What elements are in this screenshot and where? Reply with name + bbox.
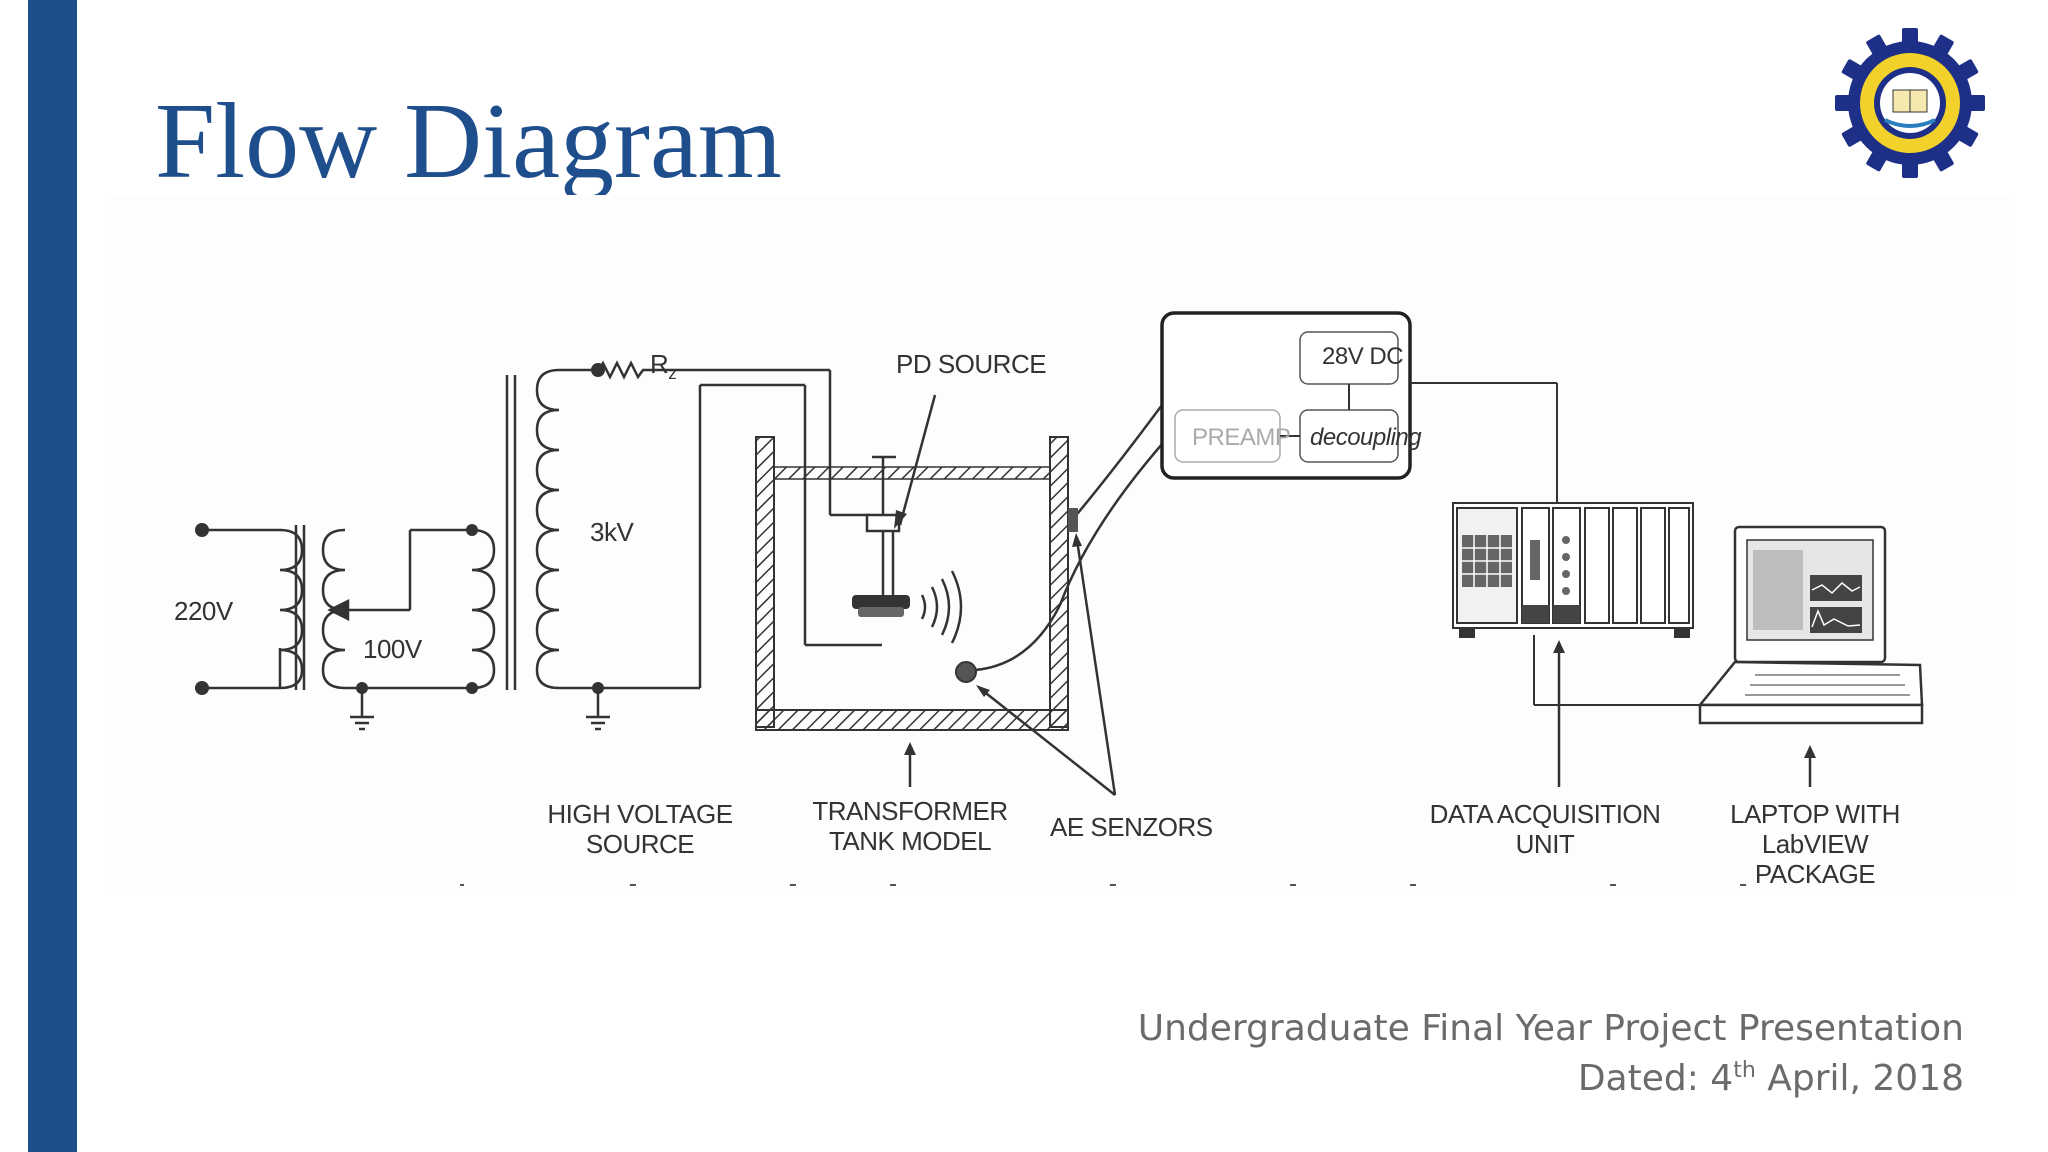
accent-bar [28,0,77,1152]
footer-date-sup: th [1733,1058,1756,1083]
220v-label: 220V [174,596,233,626]
transformer-tank-label: TRANSFORMER TANK MODEL [812,796,1008,856]
flow-diagram-figure: Rz PD SOURCE 220V 100V 3kV 28V DC PREAMP… [110,195,2010,895]
high-voltage-source-label: HIGH VOLTAGE SOURCE [547,799,733,859]
resistor-label: Rz [650,348,677,384]
preamp-label: PREAMP [1192,424,1291,451]
laptop-label: LAPTOP WITH LabVIEW PACKAGE [1730,799,1900,889]
3kv-label: 3kV [590,517,634,547]
footer-date: Dated: 4th April, 2018 [1578,1058,1964,1099]
data-acquisition-label: DATA ACQUISITION UNIT [1429,799,1661,859]
28v-dc-label: 28V DC [1322,343,1404,370]
slide-title: Flow Diagram [155,82,782,201]
footer-date-suffix: April, 2018 [1755,1058,1964,1099]
resistor-subscript: z [668,364,677,384]
circuit-diagram [195,311,1924,886]
ae-sensors-label: AE SENZORS [1050,812,1213,842]
footer-project-title: Undergraduate Final Year Project Present… [1137,1008,1964,1049]
pd-source-label: PD SOURCE [896,349,1047,379]
university-logo [1835,28,1985,178]
footer-date-prefix: Dated: 4 [1577,1058,1734,1099]
100v-label: 100V [363,634,422,664]
decoupling-label: decoupling [1310,424,1422,451]
